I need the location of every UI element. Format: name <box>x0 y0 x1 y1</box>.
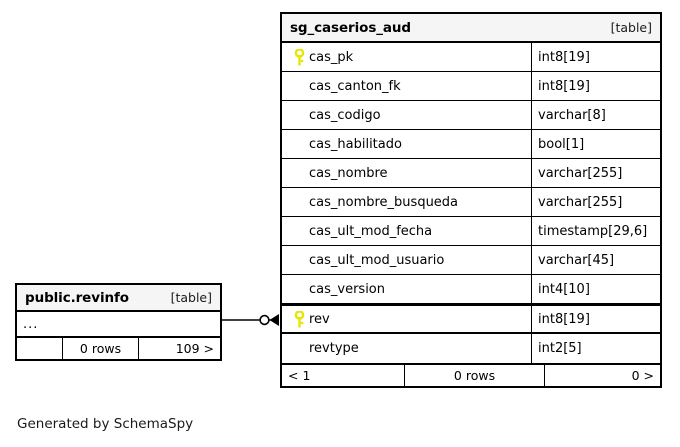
table-row[interactable]: cas_nombre varchar[255] <box>282 159 660 188</box>
column-type: bool[1] <box>538 136 585 152</box>
primary-key-icon <box>289 310 309 328</box>
column-name: cas_version <box>309 281 386 297</box>
column-list: cas_pk int8[19] cas_canton_fk int8[19] <box>282 43 660 363</box>
column-name: cas_ult_mod_usuario <box>309 252 445 268</box>
column-type: int4[10] <box>538 281 590 297</box>
table-row[interactable]: cas_version int4[10] <box>282 275 660 304</box>
table-sg-caserios-aud[interactable]: sg_caserios_aud [table] cas_pk int8 <box>280 12 662 388</box>
next-page-button[interactable]: 0 > <box>631 368 654 383</box>
column-type-cell: varchar[45] <box>532 246 660 274</box>
column-type-cell: int8[19] <box>532 43 660 71</box>
column-type-cell: int8[19] <box>532 306 660 332</box>
column-type: int8[19] <box>538 49 590 65</box>
generated-by-caption: Generated by SchemaSpy <box>17 416 194 432</box>
column-name-cell: revtype <box>282 334 532 363</box>
next-page-button[interactable]: 109 > <box>175 341 214 356</box>
table-row-rev[interactable]: rev int8[19] <box>282 304 660 334</box>
table-row[interactable]: cas_nombre_busqueda varchar[255] <box>282 188 660 217</box>
table-header: public.revinfo [table] <box>17 285 220 312</box>
column-name: revtype <box>309 341 359 356</box>
column-name: cas_habilitado <box>309 136 402 152</box>
no-key-spacer <box>289 251 309 269</box>
relationship-connector[interactable] <box>222 308 282 332</box>
zero-circle-marker <box>259 314 270 326</box>
column-type-cell: bool[1] <box>532 130 660 158</box>
table-footer: < 1 0 rows 0 > <box>282 363 660 386</box>
column-name-cell: cas_pk <box>282 43 532 71</box>
no-key-spacer <box>289 280 309 298</box>
table-public-revinfo[interactable]: public.revinfo [table] ... 0 rows 109 > <box>15 283 222 361</box>
table-title: public.revinfo <box>25 289 129 306</box>
column-name: cas_nombre <box>309 165 388 181</box>
column-name-cell: cas_ult_mod_fecha <box>282 217 532 245</box>
column-name: cas_pk <box>309 49 354 65</box>
table-kind-label: [table] <box>170 290 212 305</box>
column-name: cas_codigo <box>309 107 381 123</box>
column-type: int8[19] <box>538 311 590 327</box>
column-name-cell: cas_canton_fk <box>282 72 532 100</box>
column-type: varchar[8] <box>538 107 606 123</box>
no-key-spacer <box>289 193 309 211</box>
column-type-cell: int8[19] <box>532 72 660 100</box>
column-name-cell: cas_codigo <box>282 101 532 129</box>
column-name: cas_nombre_busqueda <box>309 194 459 210</box>
column-type-cell: int2[5] <box>532 334 660 363</box>
column-type-cell: timestamp[29,6] <box>532 217 660 245</box>
column-name-cell: rev <box>282 306 532 332</box>
collapsed-columns-row[interactable]: ... <box>17 312 220 336</box>
no-key-spacer <box>289 340 309 358</box>
no-key-spacer <box>289 135 309 153</box>
column-type: varchar[45] <box>538 252 615 268</box>
column-name-cell: cas_ult_mod_usuario <box>282 246 532 274</box>
column-type-cell: int4[10] <box>532 275 660 303</box>
column-type-cell: varchar[255] <box>532 188 660 216</box>
table-row[interactable]: cas_ult_mod_usuario varchar[45] <box>282 246 660 275</box>
column-name: rev <box>309 311 330 327</box>
column-type: int2[5] <box>538 341 582 356</box>
table-kind-label: [table] <box>610 20 652 35</box>
no-key-spacer <box>289 77 309 95</box>
column-type: varchar[255] <box>538 165 623 181</box>
table-row[interactable]: cas_canton_fk int8[19] <box>282 72 660 101</box>
column-type-cell: varchar[8] <box>532 101 660 129</box>
primary-key-icon <box>289 48 309 66</box>
prev-page-button[interactable] <box>17 338 63 359</box>
column-type: varchar[255] <box>538 194 623 210</box>
no-key-spacer <box>289 164 309 182</box>
no-key-spacer <box>289 222 309 240</box>
column-type-cell: varchar[255] <box>532 159 660 187</box>
table-row[interactable]: cas_habilitado bool[1] <box>282 130 660 159</box>
table-header: sg_caserios_aud [table] <box>282 14 660 43</box>
column-name-cell: cas_nombre <box>282 159 532 187</box>
column-name: cas_ult_mod_fecha <box>309 223 433 239</box>
no-key-spacer <box>289 106 309 124</box>
row-count-label: 0 rows <box>405 365 545 386</box>
column-name-cell: cas_version <box>282 275 532 303</box>
row-count-label: 0 rows <box>63 338 139 359</box>
ellipsis-label: ... <box>23 316 39 332</box>
table-row[interactable]: cas_codigo varchar[8] <box>282 101 660 130</box>
column-name: cas_canton_fk <box>309 78 401 94</box>
column-name-cell: cas_nombre_busqueda <box>282 188 532 216</box>
column-type: timestamp[29,6] <box>538 223 648 239</box>
table-row[interactable]: cas_pk int8[19] <box>282 43 660 72</box>
table-row[interactable]: cas_ult_mod_fecha timestamp[29,6] <box>282 217 660 246</box>
table-row[interactable]: revtype int2[5] <box>282 334 660 363</box>
prev-page-button[interactable]: < 1 <box>282 365 405 386</box>
column-name-cell: cas_habilitado <box>282 130 532 158</box>
table-footer: 0 rows 109 > <box>17 336 220 359</box>
table-title: sg_caserios_aud <box>290 19 411 36</box>
column-type: int8[19] <box>538 78 590 94</box>
